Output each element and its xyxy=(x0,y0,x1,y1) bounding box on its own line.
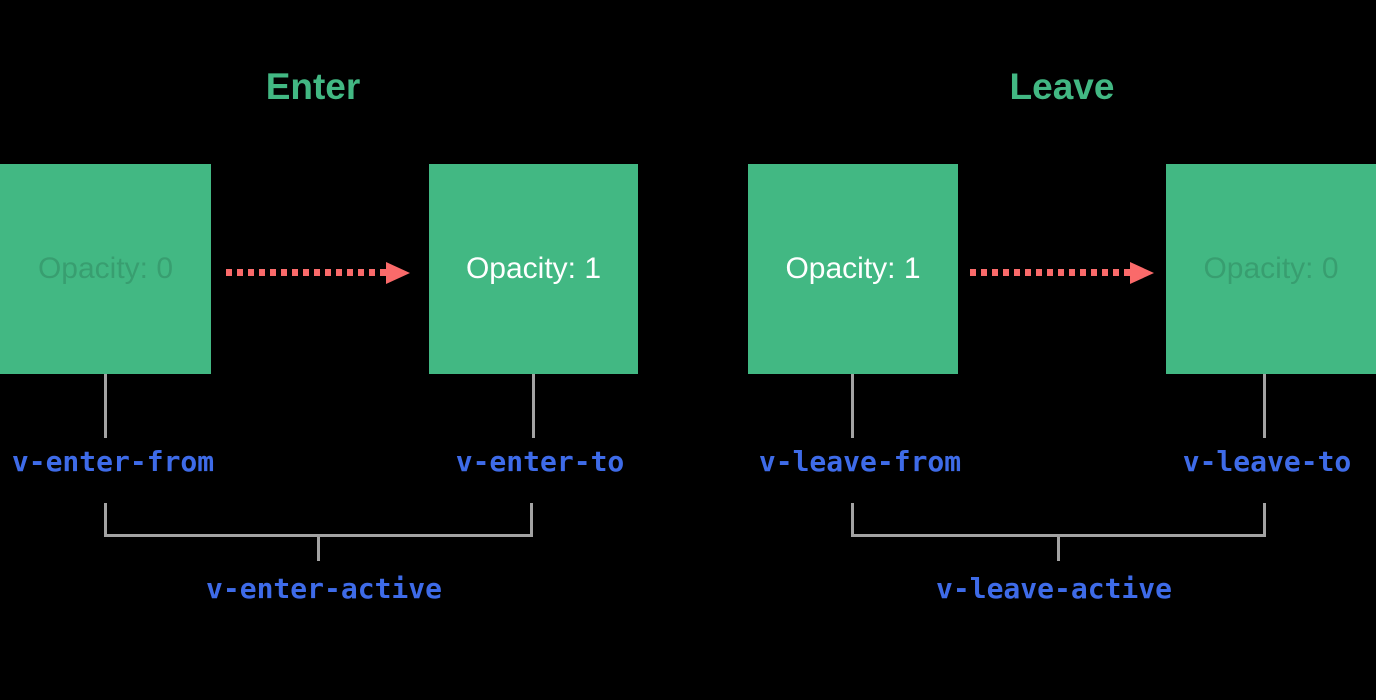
enter-from-connector-line xyxy=(103,374,107,438)
enter-to-box-label: Opacity: 1 xyxy=(465,252,602,285)
enter-section-title: Enter xyxy=(265,66,361,107)
leave-to-box-label: Opacity: 0 xyxy=(1203,252,1339,285)
leave-active-connector-line xyxy=(1057,537,1060,561)
enter-active-bracket xyxy=(104,503,533,537)
enter-from-class-label: v-enter-from xyxy=(11,445,215,478)
leave-section-title: Leave xyxy=(1009,66,1115,107)
enter-active-class-label: v-enter-active xyxy=(205,572,443,605)
enter-from-box: Opacity: 0 xyxy=(0,164,211,374)
leave-arrowhead-icon xyxy=(1130,262,1154,284)
enter-to-class-label: v-enter-to xyxy=(455,445,625,478)
leave-to-class-label: v-leave-to xyxy=(1182,445,1352,478)
leave-from-box: Opacity: 1 xyxy=(748,164,958,374)
enter-to-box: Opacity: 1 xyxy=(429,164,638,374)
leave-from-box-label: Opacity: 1 xyxy=(785,252,921,285)
leave-active-class-label: v-leave-active xyxy=(935,572,1173,605)
enter-to-connector-line xyxy=(531,374,535,438)
enter-transition-arrow-line xyxy=(226,269,386,276)
leave-active-bracket xyxy=(851,503,1266,537)
enter-from-box-label: Opacity: 0 xyxy=(37,252,174,285)
leave-from-connector-line xyxy=(851,374,854,438)
leave-to-connector-line xyxy=(1263,374,1266,438)
leave-transition-arrow-line xyxy=(970,269,1130,276)
leave-from-class-label: v-leave-from xyxy=(758,445,962,478)
enter-active-connector-line xyxy=(317,537,320,561)
enter-arrowhead-icon xyxy=(386,262,410,284)
leave-to-box: Opacity: 0 xyxy=(1166,164,1376,374)
